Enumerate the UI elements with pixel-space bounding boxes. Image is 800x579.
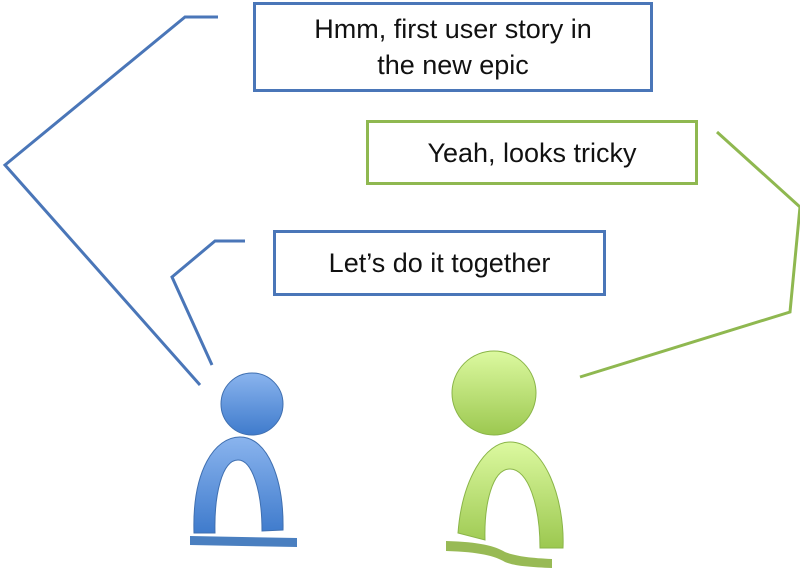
- bubble-text: Yeah, looks tricky: [427, 137, 637, 168]
- callout-line-second: [579, 130, 800, 379]
- bubble-text: Let’s do it together: [328, 248, 551, 278]
- blue-person-icon: [190, 372, 297, 547]
- bubble-text-line2: the new epic: [377, 50, 529, 80]
- speech-bubble-first: Hmm, first user story in the new epic: [253, 2, 653, 92]
- speech-bubble-third: Let’s do it together: [273, 230, 606, 296]
- bubble-text-line1: Hmm, first user story in: [314, 14, 592, 44]
- speech-bubble-second: Yeah, looks tricky: [366, 120, 698, 185]
- green-person-icon: [446, 350, 564, 568]
- callout-line-first: [2, 15, 218, 386]
- callout-line-third: [170, 239, 245, 366]
